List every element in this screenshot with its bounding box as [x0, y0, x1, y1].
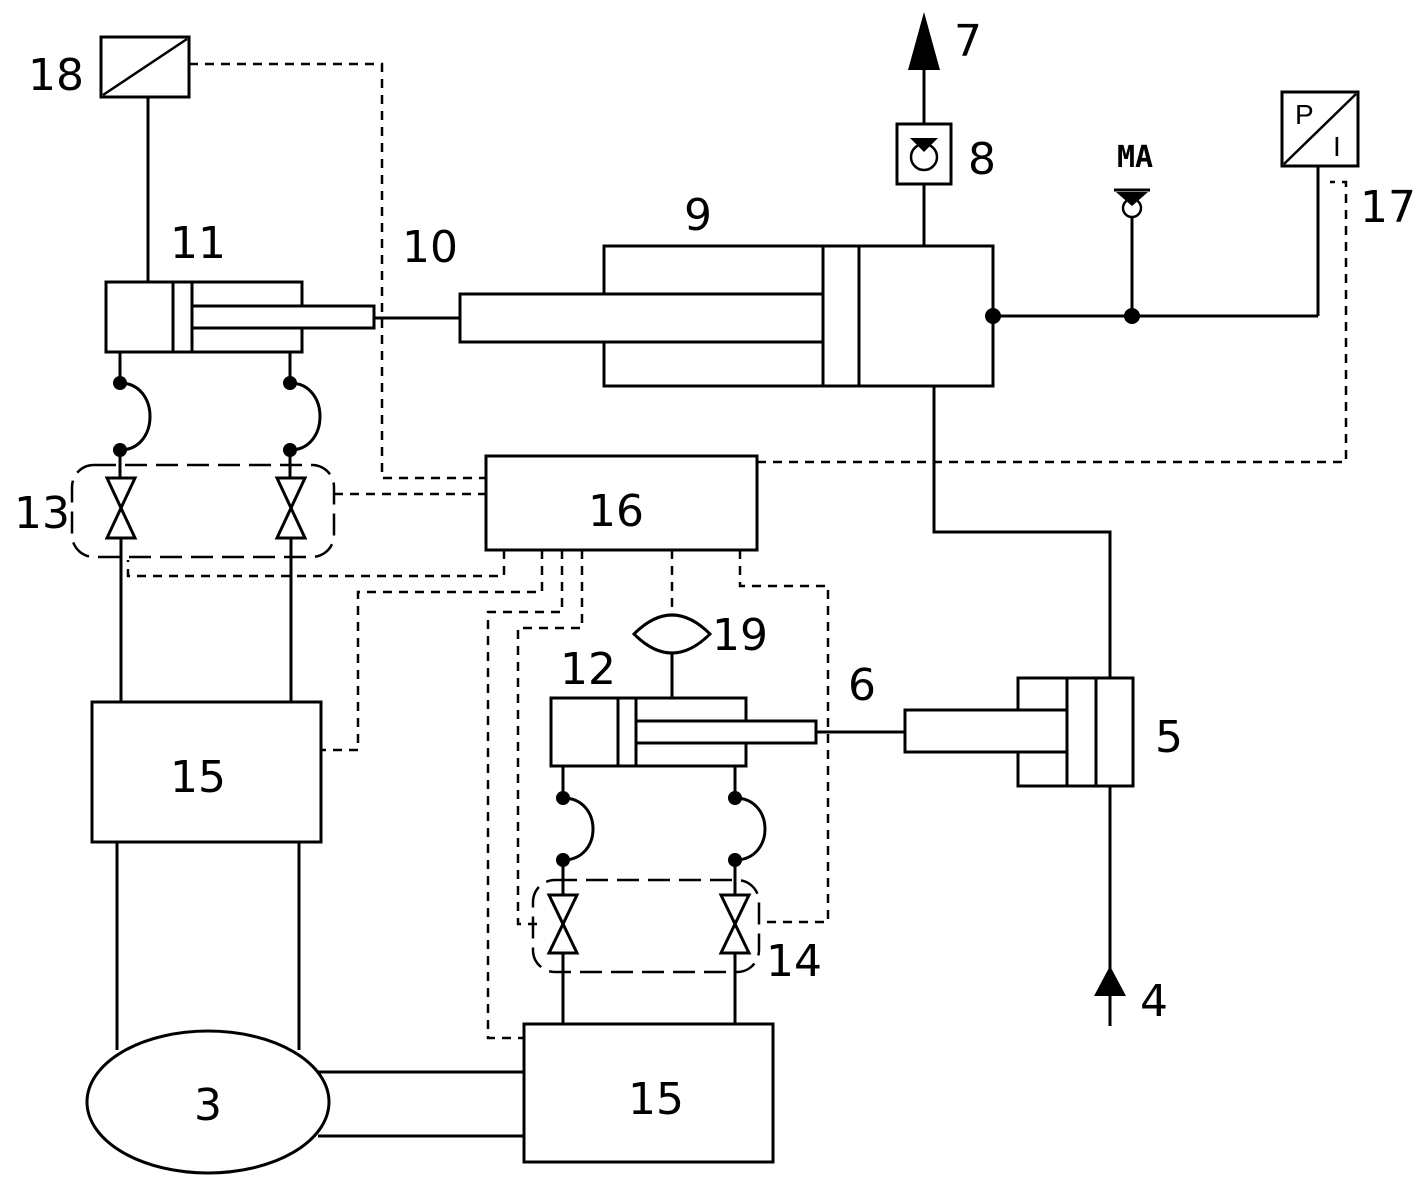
label-ma: MA: [1117, 140, 1153, 175]
label-17: 17: [1360, 182, 1416, 233]
signal-16-13: [126, 550, 506, 578]
label-3: 3: [194, 1080, 222, 1131]
signal-16-15-bottom: [486, 550, 564, 1040]
controller-16: 16: [484, 454, 759, 552]
arrow-in-4: [1094, 966, 1126, 996]
check-valve-8: 8: [895, 122, 996, 186]
label-5: 5: [1155, 712, 1183, 763]
cylinder-12: 12: [549, 644, 818, 768]
signal-16-17: [757, 180, 1348, 464]
valve-group-14: 14: [531, 878, 822, 987]
component-18: 18: [28, 35, 191, 101]
sensor-17: P I 17: [1280, 90, 1416, 233]
cylinder-5: 5: [903, 676, 1183, 788]
hoses-11: [113, 352, 322, 478]
label-15-left: 15: [170, 752, 226, 803]
arrow-out-7: [908, 12, 940, 70]
label-11: 11: [170, 218, 226, 269]
label-15-bottom: 15: [628, 1074, 684, 1125]
hoses-12: [556, 766, 767, 895]
gauge-ma: MA: [1114, 140, 1153, 219]
label-4: 4: [1140, 976, 1168, 1027]
label-13: 13: [14, 488, 70, 539]
valve-group-13: 13: [14, 463, 336, 559]
label-9: 9: [684, 190, 712, 241]
label-18: 18: [28, 50, 84, 101]
signal-16-14: [516, 550, 584, 926]
cylinder-11: 11: [104, 218, 376, 354]
label-6: 6: [848, 660, 876, 711]
sensor-17-p: P: [1295, 99, 1314, 130]
sensor-17-i: I: [1333, 131, 1341, 162]
box-15-bottom: 15: [522, 1022, 775, 1164]
label-14: 14: [766, 936, 822, 987]
sensor-19: 19: [631, 610, 768, 661]
signal-16-14b: [738, 550, 830, 924]
cylinder-9: 9: [458, 190, 995, 388]
label-8: 8: [968, 134, 996, 185]
signal-18-16: [189, 62, 486, 480]
label-10: 10: [402, 222, 458, 273]
signal-16-15-left: [321, 550, 544, 752]
line-9-5: [932, 386, 1112, 678]
label-7: 7: [954, 16, 982, 67]
label-16: 16: [588, 486, 644, 537]
label-19: 19: [712, 610, 768, 661]
box-15-left: 15: [90, 700, 323, 844]
component-3: 3: [85, 1029, 331, 1175]
label-12: 12: [560, 644, 616, 695]
